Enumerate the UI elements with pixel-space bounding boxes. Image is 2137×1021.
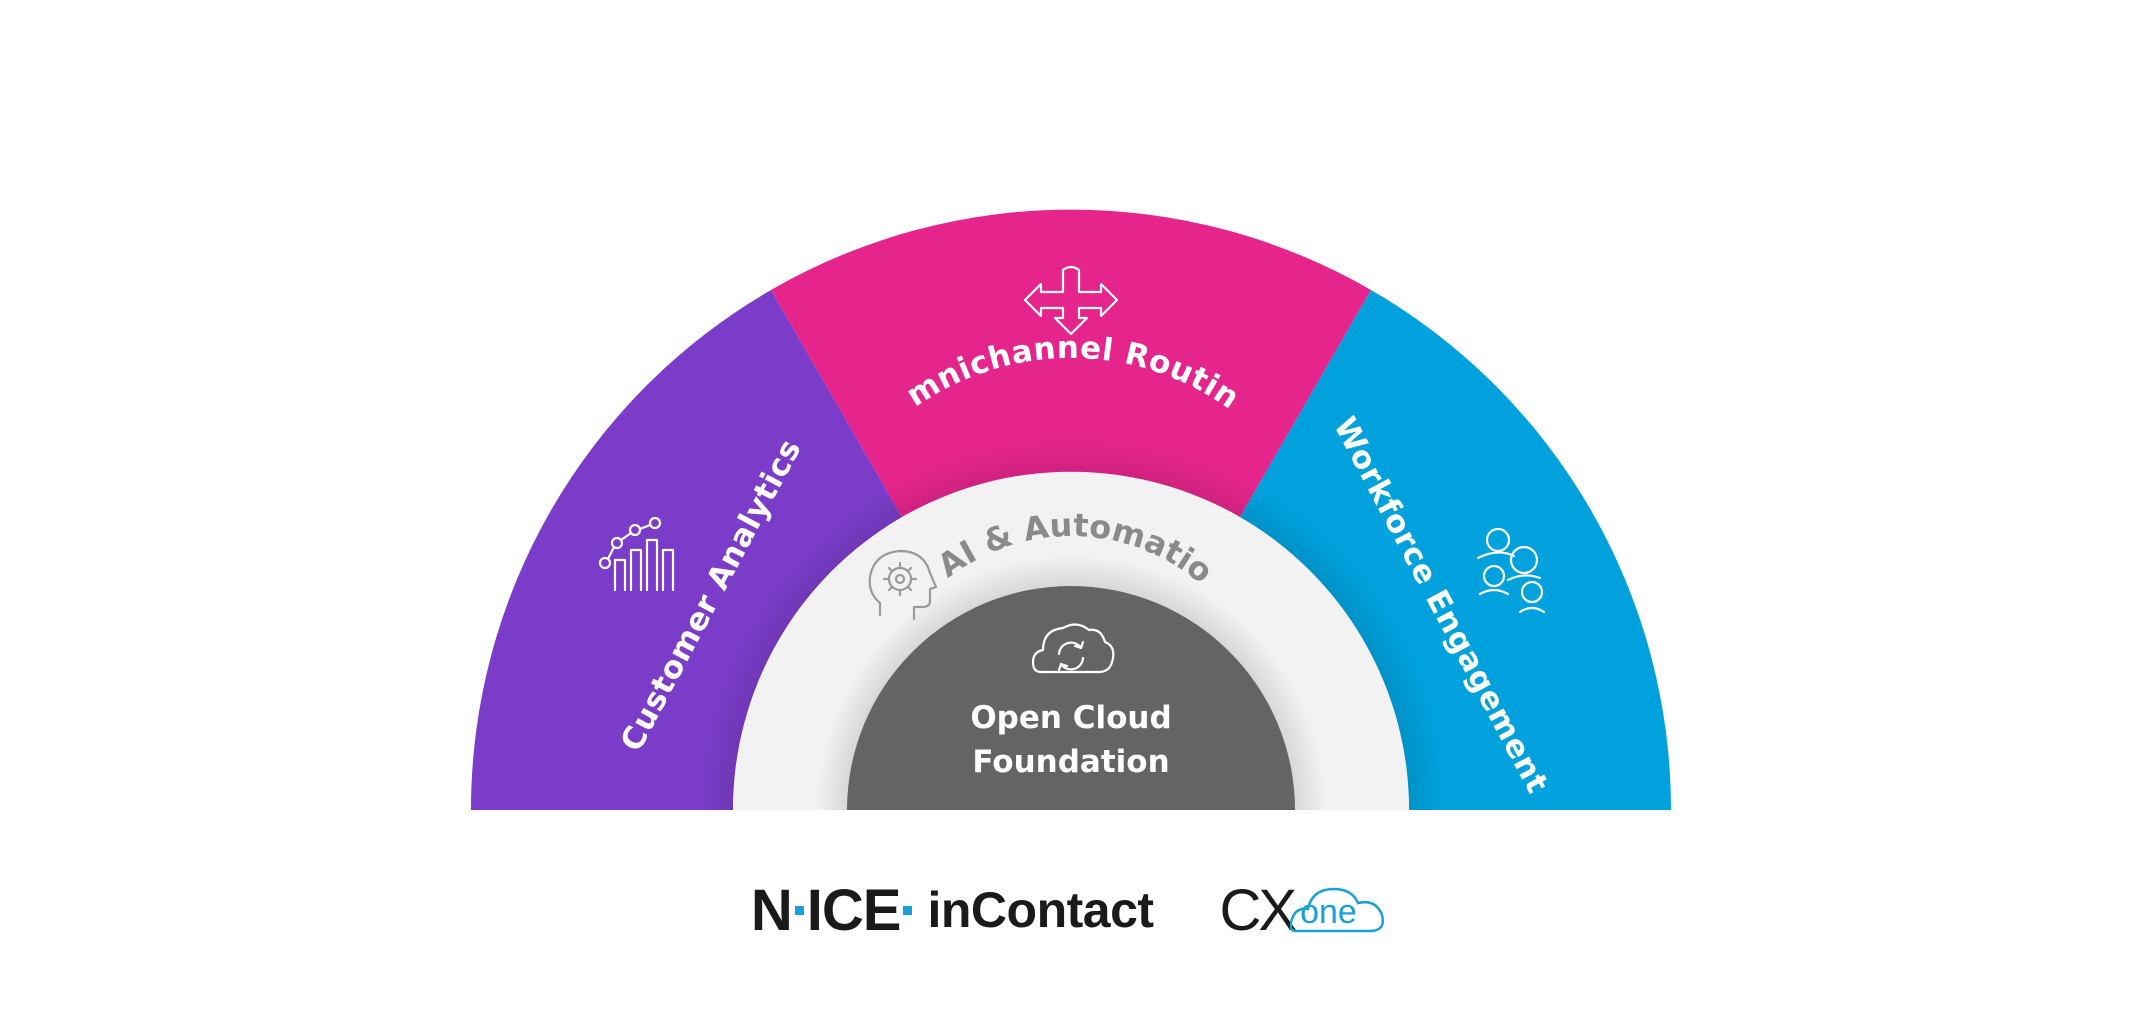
routing-arrows-icon [1023,265,1119,336]
people-group-icon [1476,527,1546,614]
nice-dot [794,905,804,915]
core-label-line1: Open Cloud [970,700,1171,736]
nice-dot [903,905,913,915]
one-cloud-icon: one [1290,881,1386,939]
cx-wordmark: CX [1219,877,1298,943]
cxone-logo: CX one [1220,877,1387,944]
cloud-sync-icon [1031,623,1115,674]
omnichannel-routing-label: Omnichannel Routing [0,0,1246,416]
core-label-line2: Foundation [972,744,1169,780]
outer-ring-shadow [471,210,1671,810]
gear-head-icon [868,549,938,621]
open-cloud-core [847,586,1295,810]
nice-logo: N I C E inContact [750,877,1154,943]
incontact-wordmark: inContact [927,882,1154,938]
analytics-icon [598,516,675,592]
ai-ring-shadow [733,472,1409,810]
logo-bar: N I C E inContact CX one [0,870,2137,950]
